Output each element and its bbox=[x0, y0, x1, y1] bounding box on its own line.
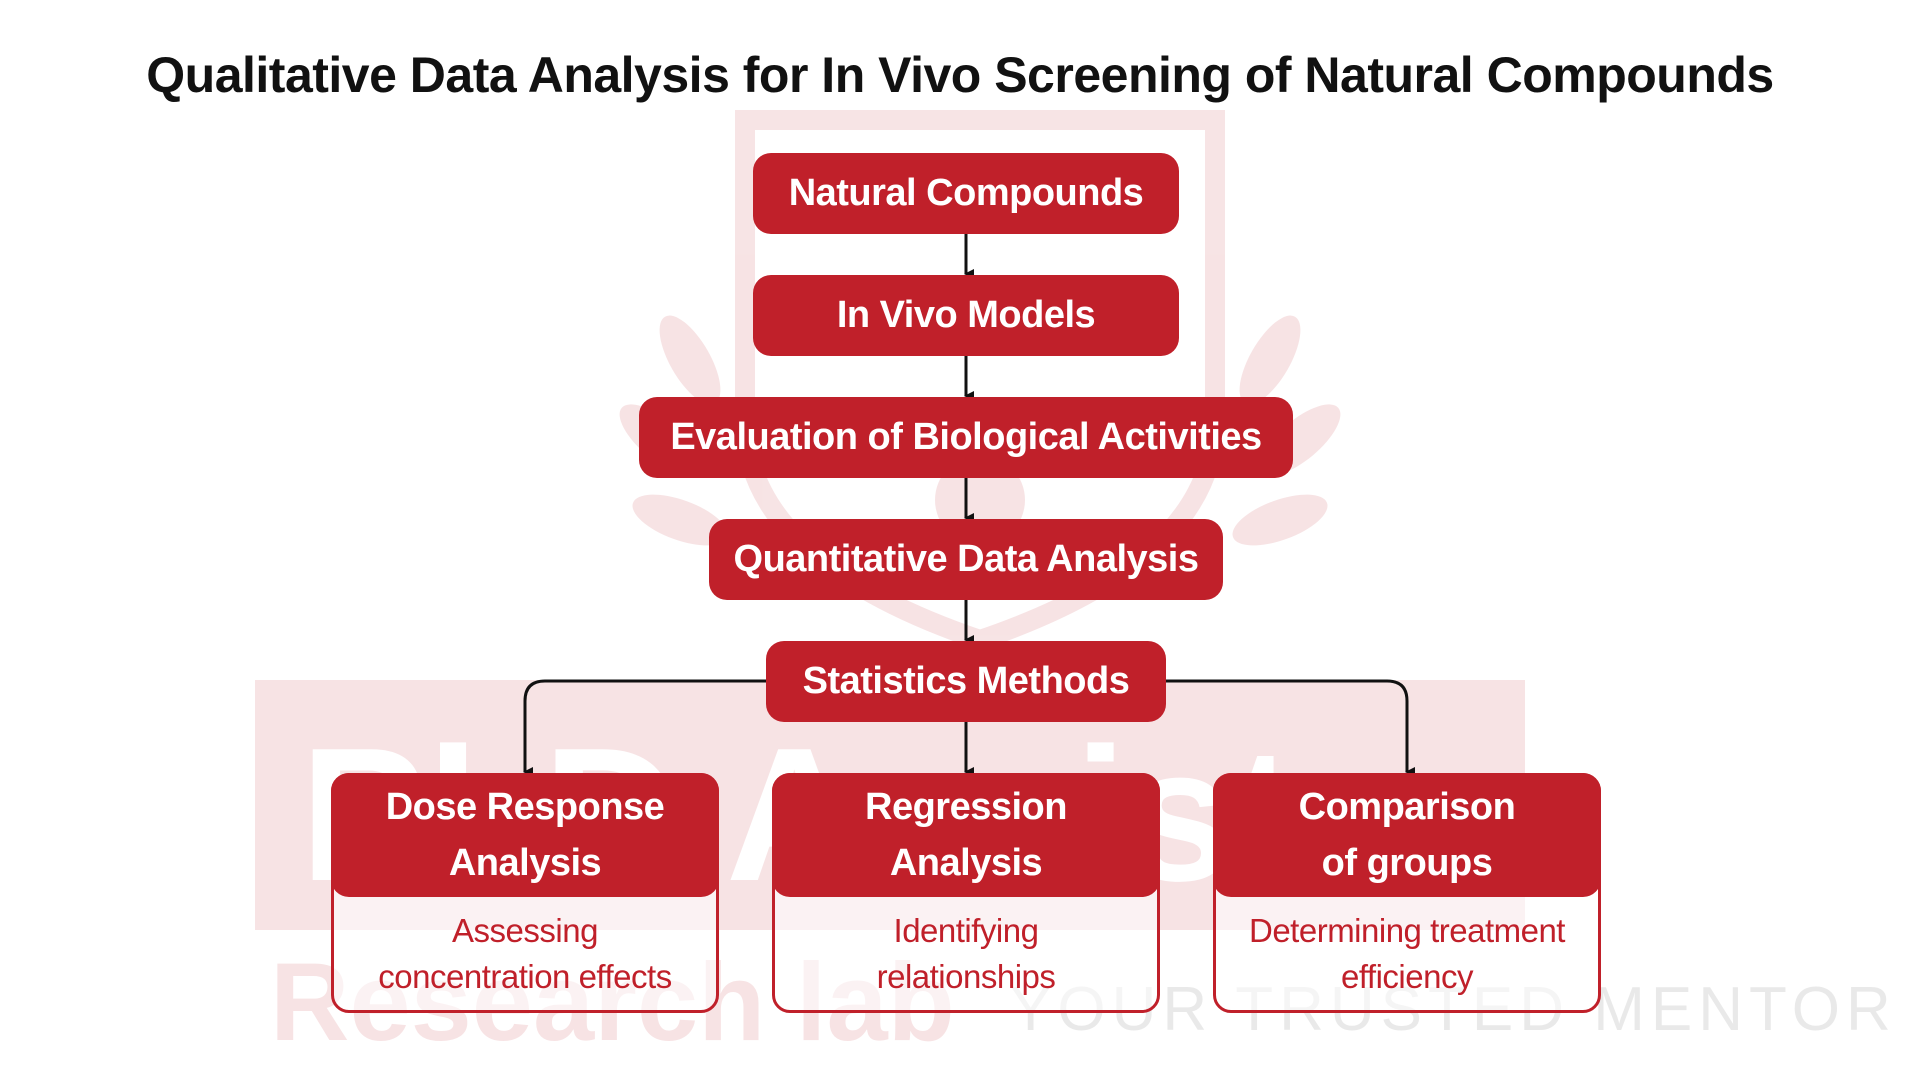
card-regression-detail: Identifying relationships bbox=[775, 900, 1157, 1008]
card-dose-response: Dose Response Analysis Assessing concent… bbox=[331, 773, 719, 1013]
card-regression-detail-line2: relationships bbox=[876, 958, 1056, 995]
node-statistics-methods: Statistics Methods bbox=[766, 641, 1166, 722]
card-regression-title-line2: Analysis bbox=[889, 842, 1043, 884]
arrow-statistics-to-comparison bbox=[1165, 679, 1415, 777]
card-regression: Regression Analysis Identifying relation… bbox=[772, 773, 1160, 1013]
node-evaluation-label: Evaluation of Biological Activities bbox=[670, 416, 1262, 458]
card-comparison-detail-line1: Determining treatment bbox=[1249, 912, 1565, 949]
card-comparison-title-line2: of groups bbox=[1321, 842, 1493, 884]
card-comparison-title-line1: Comparison bbox=[1298, 786, 1516, 828]
node-evaluation-biological-activities: Evaluation of Biological Activities bbox=[639, 397, 1293, 478]
node-natural-compounds-label: Natural Compounds bbox=[788, 172, 1144, 214]
card-regression-title-line1: Regression bbox=[865, 786, 1067, 828]
card-regression-title: Regression Analysis bbox=[772, 773, 1160, 897]
card-dose-response-detail: Assessing concentration effects bbox=[334, 900, 716, 1008]
page-title: Qualitative Data Analysis for In Vivo Sc… bbox=[146, 47, 1774, 103]
card-dose-response-title-line1: Dose Response bbox=[385, 786, 665, 828]
arrow-statistics-to-dose-response bbox=[523, 679, 767, 777]
card-comparison-detail-line2: efficiency bbox=[1341, 958, 1473, 995]
card-comparison-detail: Determining treatment efficiency bbox=[1216, 900, 1598, 1008]
node-statistics-label: Statistics Methods bbox=[802, 660, 1130, 702]
node-natural-compounds: Natural Compounds bbox=[753, 153, 1179, 234]
node-in-vivo-models: In Vivo Models bbox=[753, 275, 1179, 356]
card-dose-response-title-line2: Analysis bbox=[448, 842, 602, 884]
card-dose-response-detail-line2: concentration effects bbox=[378, 958, 672, 995]
card-comparison-title: Comparison of groups bbox=[1213, 773, 1601, 897]
card-regression-detail-line1: Identifying bbox=[893, 912, 1039, 949]
card-comparison: Comparison of groups Determining treatme… bbox=[1213, 773, 1601, 1013]
node-in-vivo-models-label: In Vivo Models bbox=[836, 294, 1096, 336]
node-quantitative-label: Quantitative Data Analysis bbox=[733, 538, 1199, 580]
node-quantitative-data-analysis: Quantitative Data Analysis bbox=[709, 519, 1223, 600]
card-dose-response-title: Dose Response Analysis bbox=[331, 773, 719, 897]
card-dose-response-detail-line1: Assessing bbox=[452, 912, 598, 949]
